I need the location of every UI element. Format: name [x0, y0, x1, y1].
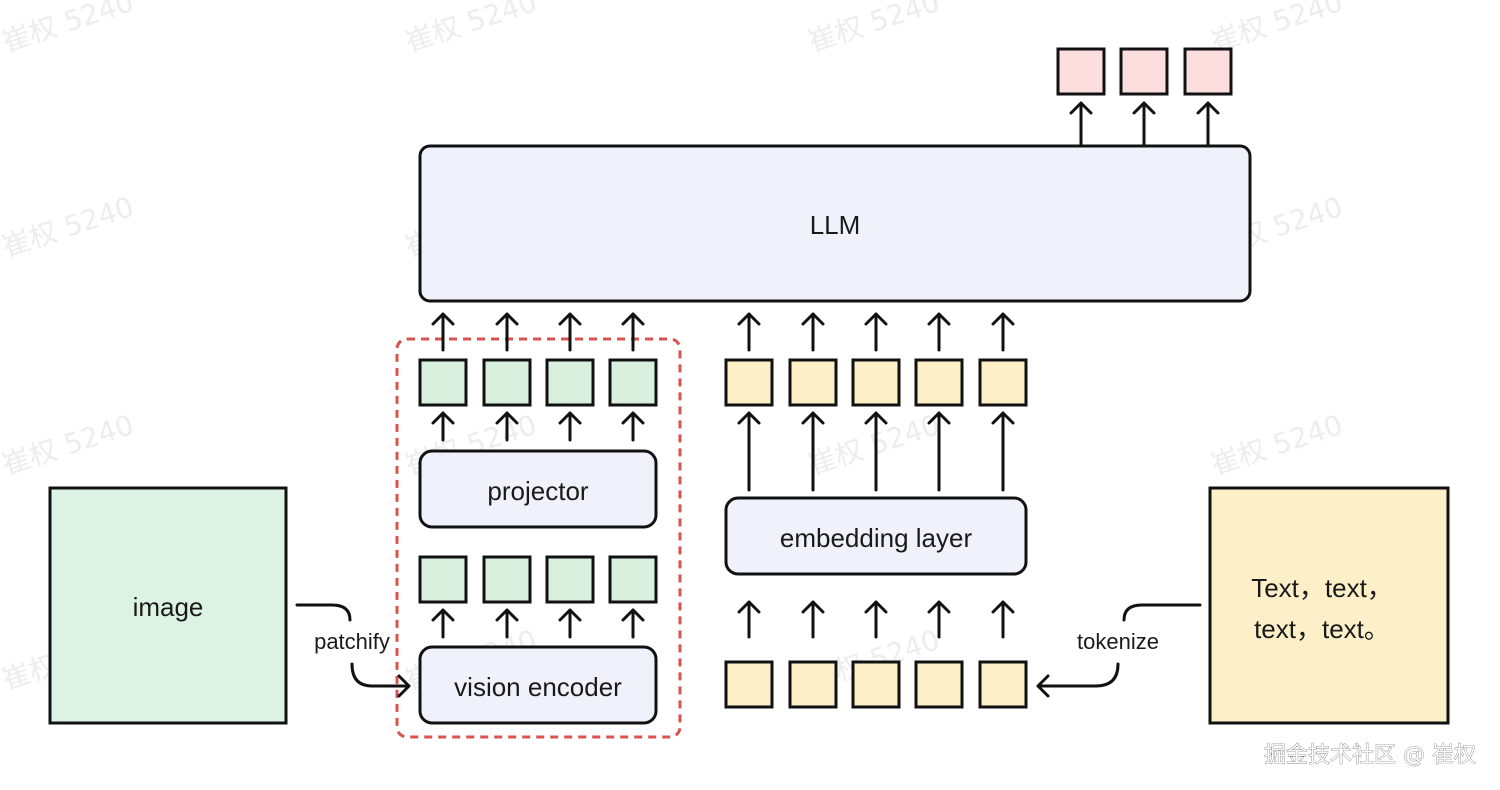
text-token — [914, 660, 964, 709]
embedding-layer-box — [724, 496, 1028, 576]
llm-box — [418, 144, 1252, 303]
tokenize-connector-bottom — [1036, 662, 1120, 698]
image-token — [608, 555, 658, 604]
credit-text: 掘金技术社区 @ 崔权 — [1264, 743, 1476, 768]
image-token — [482, 358, 532, 407]
text-token — [851, 660, 901, 709]
up-arrow — [1196, 101, 1220, 146]
watermark-text: 崔权 5240 — [0, 0, 138, 59]
up-arrow — [737, 411, 761, 492]
up-arrow — [991, 411, 1015, 492]
text-input-box — [1208, 486, 1450, 725]
up-arrow — [801, 411, 825, 492]
up-arrow — [737, 600, 761, 639]
up-arrow — [864, 312, 888, 352]
watermark-text: 崔权 5240 — [0, 408, 138, 481]
embedding-layer-label: embedding layer — [780, 523, 973, 553]
patchify-label: patchify — [314, 629, 390, 654]
image-token — [545, 555, 595, 604]
tokenize-label: tokenize — [1077, 629, 1159, 654]
vision-encoder-label: vision encoder — [454, 672, 622, 702]
text-token — [978, 660, 1028, 709]
image-token — [608, 358, 658, 407]
up-arrow — [495, 411, 519, 442]
up-arrow — [927, 600, 951, 639]
watermark-text: 崔权 5240 — [1207, 408, 1347, 481]
watermark-text: 崔权 5240 — [0, 190, 138, 263]
up-arrow — [801, 600, 825, 639]
text-embedding-token — [724, 358, 774, 407]
image-token — [482, 555, 532, 604]
up-arrow — [431, 411, 455, 442]
image-token — [418, 358, 468, 407]
text-token — [788, 660, 838, 709]
image-token — [418, 555, 468, 604]
text-embedding-token — [978, 358, 1028, 407]
up-arrow — [495, 312, 519, 352]
text-embedding-token — [788, 358, 838, 407]
image-input-label: image — [133, 592, 204, 622]
up-arrow — [864, 600, 888, 639]
up-arrow — [621, 411, 645, 442]
image-input-box — [48, 486, 288, 725]
up-arrow — [991, 600, 1015, 639]
tokenize-connector-top — [1122, 603, 1202, 622]
up-arrow — [431, 608, 455, 639]
vision-module-dashed-group — [395, 337, 682, 739]
text-token — [724, 660, 774, 709]
patchify-connector-top — [295, 603, 352, 622]
output-token — [1056, 47, 1106, 96]
up-arrow — [558, 312, 582, 352]
up-arrow — [495, 608, 519, 639]
up-arrow — [558, 411, 582, 442]
up-arrow — [621, 312, 645, 352]
up-arrow — [558, 608, 582, 639]
text-embedding-token — [851, 358, 901, 407]
image-token — [545, 358, 595, 407]
text-input-line1: Text，text， — [1251, 573, 1393, 603]
up-arrow — [991, 312, 1015, 352]
up-arrow — [1069, 101, 1093, 146]
up-arrow — [431, 312, 455, 352]
up-arrow — [864, 411, 888, 492]
patchify-connector-bottom — [350, 662, 411, 698]
up-arrow — [1132, 101, 1156, 146]
watermark-text: 崔权 5240 — [401, 0, 541, 59]
text-input-line2: text，text。 — [1254, 614, 1390, 644]
arrows-group — [295, 101, 1220, 698]
up-arrow — [621, 608, 645, 639]
vision-encoder-box — [418, 645, 658, 725]
up-arrow — [927, 312, 951, 352]
text-embedding-token — [914, 358, 964, 407]
output-token — [1183, 47, 1233, 96]
up-arrow — [927, 411, 951, 492]
watermark-text: 崔权 5240 — [804, 0, 944, 59]
watermark-text: 崔权 5240 — [804, 408, 944, 481]
up-arrow — [737, 312, 761, 352]
up-arrow — [801, 312, 825, 352]
projector-box — [418, 449, 658, 529]
output-token — [1119, 47, 1169, 96]
llm-label: LLM — [810, 210, 861, 240]
projector-label: projector — [487, 476, 588, 506]
